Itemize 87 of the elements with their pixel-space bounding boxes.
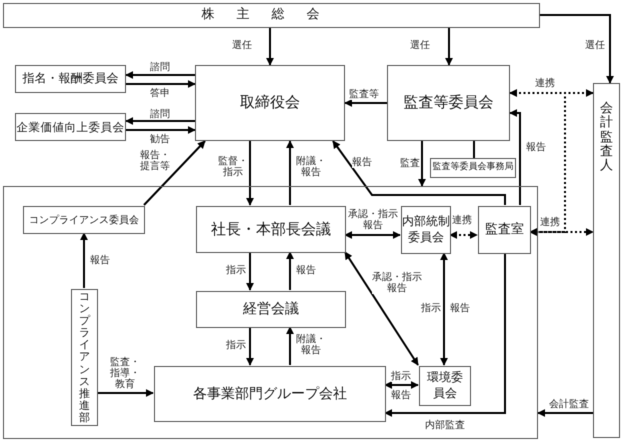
box-label: 内部統制委員会 <box>402 214 450 246</box>
org-box <box>71 289 98 426</box>
arrow <box>384 253 506 417</box>
edge-label: 諮問 <box>150 109 170 120</box>
arrow <box>126 80 196 88</box>
edge-label: 報告 <box>90 255 110 266</box>
box-label: 会計監査人 <box>600 102 613 174</box>
arrow <box>445 28 453 66</box>
dotted-connector <box>449 231 478 239</box>
note-label: 報告 <box>450 303 470 314</box>
company-boundary <box>3 186 538 439</box>
arrow <box>344 99 387 107</box>
arrow <box>246 327 254 366</box>
arrow <box>266 28 274 66</box>
edge-label: 報告 <box>526 142 546 153</box>
double-arrow <box>344 231 401 239</box>
arrow <box>246 141 254 206</box>
edge-label: 承認・指示報告 <box>372 272 422 294</box>
arrow <box>286 251 294 290</box>
box-label: 監査等委員会事務局 <box>432 162 514 174</box>
box-label: 社長・本部長会議 <box>211 220 331 240</box>
edge-label: 監査等 <box>349 89 379 100</box>
org-box <box>3 3 540 28</box>
edge-label: 連携 <box>540 217 560 228</box>
edge-label: 指示 <box>421 303 441 314</box>
box-label: 取締役会 <box>240 93 300 113</box>
dotted-connector <box>509 89 566 236</box>
arrow <box>509 109 521 205</box>
org-box <box>15 113 126 141</box>
double-arrow <box>384 381 419 389</box>
edge-label: 指示 <box>226 340 246 351</box>
arrow <box>143 140 206 206</box>
box-label: コンプライアンス委員会 <box>29 214 139 226</box>
arrow <box>286 326 294 365</box>
org-box <box>387 65 510 141</box>
arrow <box>418 141 426 187</box>
org-box <box>419 366 471 406</box>
arrow <box>126 126 196 134</box>
org-box <box>401 206 451 254</box>
box-label: 株主総会 <box>202 7 342 24</box>
note-label: 報告 <box>391 390 411 401</box>
arrow <box>286 140 294 205</box>
org-box <box>593 83 620 438</box>
box-label: 経営会議 <box>243 300 299 319</box>
arrow <box>537 409 593 417</box>
arrow <box>97 389 154 397</box>
edge-label: 承認・指示報告 <box>348 209 398 231</box>
edge-label: 内部監査 <box>425 420 465 431</box>
org-box <box>15 65 126 93</box>
edge-label: 選任 <box>410 40 430 51</box>
edge-label: 連携 <box>535 78 555 89</box>
edge-label: 選任 <box>585 40 605 51</box>
org-box <box>196 206 346 253</box>
edge-label: 報告 <box>352 157 372 168</box>
org-box <box>154 366 386 422</box>
arrow <box>246 252 254 291</box>
box-label: 環境委員会 <box>427 370 463 402</box>
connector-line <box>473 141 475 158</box>
box-label: 指名・報酬委員会 <box>22 71 118 87</box>
edge-label: 連携 <box>452 215 472 226</box>
edge-label: 指示 <box>226 265 246 276</box>
box-label: 監査等委員会 <box>404 93 494 113</box>
edge-label: 報告・提言等 <box>140 150 170 172</box>
edge-label: 諮問 <box>150 62 170 73</box>
box-label: 企業価値向上委員会 <box>16 120 124 134</box>
arrow <box>80 232 88 288</box>
edge-label: 選任 <box>232 40 252 51</box>
edge-label: 報告 <box>296 265 316 276</box>
box-label: 各事業部門グループ会社 <box>193 384 347 404</box>
double-arrow <box>440 252 448 366</box>
arrow <box>125 117 195 125</box>
edge-label: 会計監査 <box>549 399 589 410</box>
arrow <box>540 14 614 84</box>
org-box <box>196 291 346 328</box>
arrow <box>332 140 506 205</box>
arrow <box>125 71 195 79</box>
org-box <box>23 206 145 234</box>
edge-label: 答申 <box>150 88 170 99</box>
box-label: コンプライアンス推進部 <box>79 290 90 424</box>
double-arrow <box>344 251 419 366</box>
org-box <box>478 206 531 254</box>
edge-label: 監査 <box>400 158 420 169</box>
edge-label: 勧告 <box>150 134 170 145</box>
org-box <box>195 65 345 141</box>
edge-label: 指示 <box>391 371 411 382</box>
org-box <box>430 158 516 178</box>
box-label: 監査室 <box>485 222 524 238</box>
